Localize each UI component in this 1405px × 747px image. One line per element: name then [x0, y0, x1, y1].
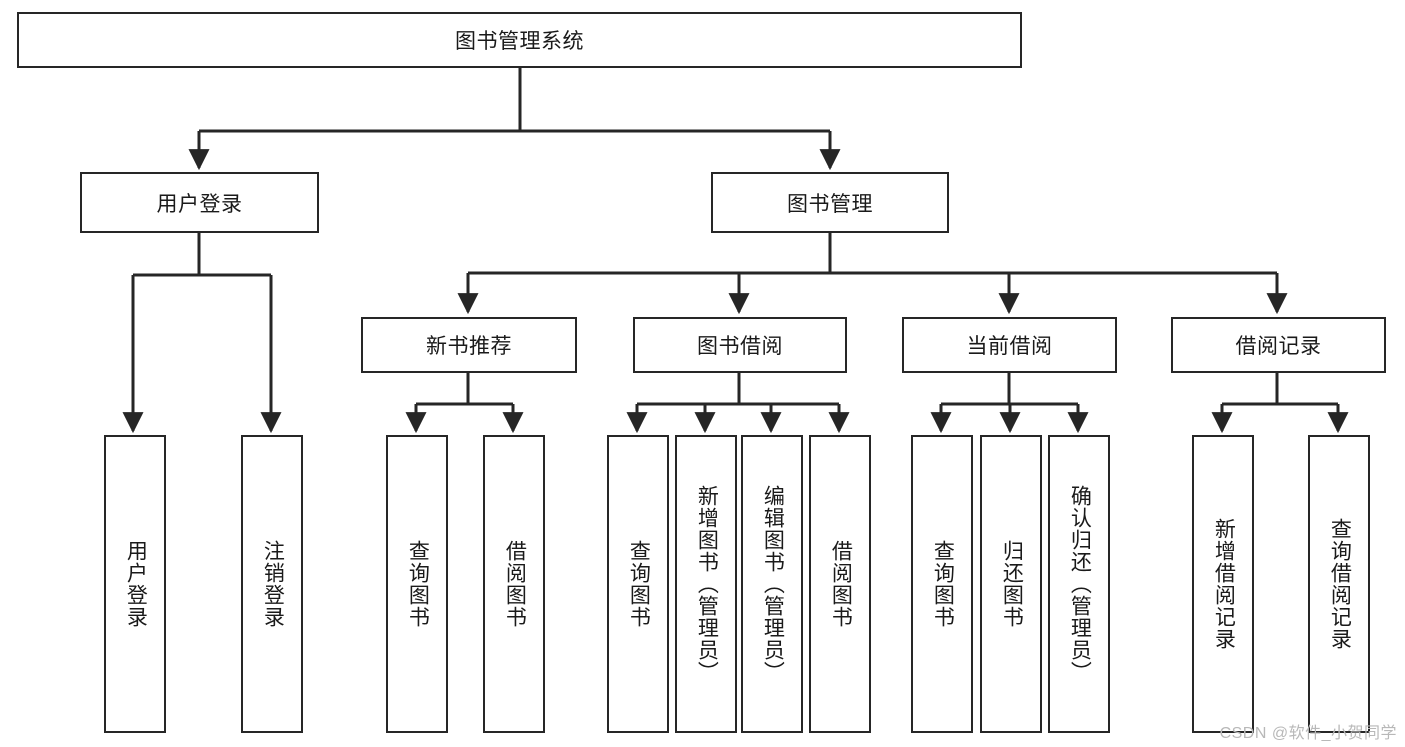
node-leaf-13[interactable]: 查询借阅记录: [1308, 435, 1370, 733]
node-leaf-2[interactable]: 注销登录: [241, 435, 303, 733]
node-leaf-5-label: 查询图书: [627, 540, 651, 628]
node-leaf-12[interactable]: 新增借阅记录: [1192, 435, 1254, 733]
node-leaf-4[interactable]: 借阅图书: [483, 435, 545, 733]
node-leaf-9[interactable]: 查询图书: [911, 435, 973, 733]
node-leaf-4-label: 借阅图书: [503, 540, 527, 628]
node-current-borrow-label: 当前借阅: [966, 335, 1053, 358]
node-leaf-5[interactable]: 查询图书: [607, 435, 669, 733]
node-borrow-record[interactable]: 借阅记录: [1171, 317, 1386, 373]
node-leaf-1[interactable]: 用户登录: [104, 435, 166, 733]
node-new-book-rec-label: 新书推荐: [426, 335, 512, 358]
node-current-borrow[interactable]: 当前借阅: [902, 317, 1117, 373]
node-leaf-12-label: 新增借阅记录: [1212, 518, 1236, 650]
node-leaf-10[interactable]: 归还图书: [980, 435, 1042, 733]
node-book-borrow-label: 图书借阅: [697, 335, 783, 358]
node-book-borrow[interactable]: 图书借阅: [633, 317, 847, 373]
node-leaf-6[interactable]: 新增图书（管理员）: [675, 435, 737, 733]
node-leaf-3[interactable]: 查询图书: [386, 435, 448, 733]
node-leaf-2-label: 注销登录: [261, 540, 285, 628]
node-user-login-label: 用户登录: [156, 192, 243, 216]
node-user-login[interactable]: 用户登录: [80, 172, 319, 233]
node-root[interactable]: 图书管理系统: [17, 12, 1022, 68]
watermark: CSDN @软件_小贺同学: [1219, 725, 1397, 742]
node-leaf-1-label: 用户登录: [124, 540, 148, 628]
node-leaf-11-label: 确认归还（管理员）: [1068, 485, 1092, 683]
node-leaf-10-label: 归还图书: [1000, 540, 1024, 628]
node-leaf-11[interactable]: 确认归还（管理员）: [1048, 435, 1110, 733]
node-leaf-8[interactable]: 借阅图书: [809, 435, 871, 733]
node-borrow-record-label: 借阅记录: [1235, 335, 1322, 358]
node-root-label: 图书管理系统: [455, 30, 584, 53]
node-leaf-6-label: 新增图书（管理员）: [695, 485, 719, 683]
node-book-manage-label: 图书管理: [787, 192, 873, 216]
node-leaf-7-label: 编辑图书（管理员）: [761, 485, 785, 683]
node-leaf-7[interactable]: 编辑图书（管理员）: [741, 435, 803, 733]
node-leaf-3-label: 查询图书: [406, 540, 430, 628]
node-leaf-8-label: 借阅图书: [829, 540, 853, 628]
node-leaf-9-label: 查询图书: [931, 540, 955, 628]
node-new-book-rec[interactable]: 新书推荐: [361, 317, 577, 373]
node-leaf-13-label: 查询借阅记录: [1328, 518, 1352, 650]
node-book-manage[interactable]: 图书管理: [711, 172, 949, 233]
